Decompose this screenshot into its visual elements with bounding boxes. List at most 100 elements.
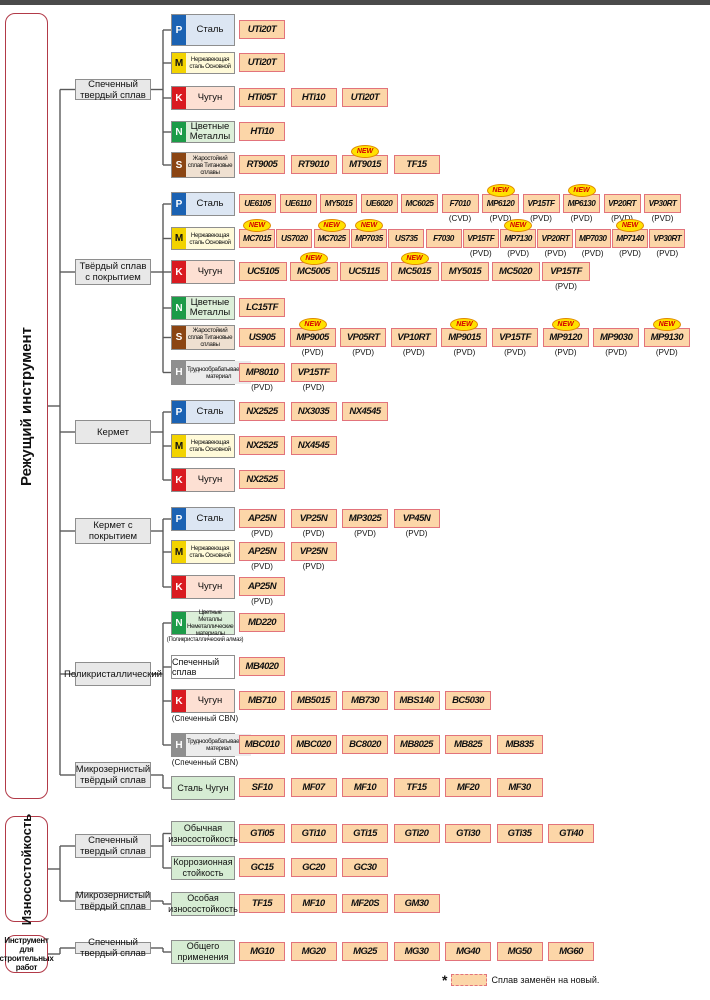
- grade-chip[interactable]: HTi10: [239, 122, 285, 141]
- grade-chip[interactable]: MY5015: [320, 194, 357, 213]
- grade-chip[interactable]: F7030: [425, 228, 462, 248]
- grade-chip[interactable]: VP25N: [290, 542, 337, 561]
- grade-chip[interactable]: MB4020: [239, 657, 285, 676]
- grade-chip[interactable]: GM30: [393, 894, 440, 913]
- grade-chip[interactable]: UE6020: [360, 194, 398, 213]
- grade-chip[interactable]: MG25: [342, 942, 388, 961]
- grade-chip[interactable]: UTi20T: [239, 20, 285, 39]
- grade-chip[interactable]: NX2525: [239, 436, 285, 455]
- grade-chip[interactable]: NX4545: [290, 436, 337, 455]
- material-label: Сталь: [186, 193, 234, 215]
- grade-chip[interactable]: MP7030: [574, 228, 611, 248]
- grade-chip[interactable]: MG50: [496, 942, 543, 961]
- grade-chip[interactable]: MBC010: [239, 735, 285, 754]
- grade-chip[interactable]: GTi10: [290, 823, 337, 843]
- grade-chip[interactable]: MF10: [342, 778, 388, 797]
- coating-note: (PVD): [651, 214, 674, 223]
- grade-chip[interactable]: GC20: [290, 858, 337, 877]
- grade-chip[interactable]: LC15TF: [239, 298, 285, 317]
- iso-letter-badge: K: [172, 261, 186, 283]
- iso-letter-badge: K: [172, 576, 186, 598]
- grade-chip[interactable]: HTi10: [290, 88, 337, 107]
- grade-chip[interactable]: AP25N: [239, 542, 285, 561]
- grade-chip[interactable]: HTi05T: [239, 88, 285, 107]
- grade-chip[interactable]: MF07: [290, 778, 337, 797]
- grade-chip[interactable]: VP15TF: [462, 228, 499, 248]
- grade-chip[interactable]: UC5115: [340, 262, 388, 281]
- grade-chip[interactable]: NX4545: [342, 402, 388, 421]
- grade-chip[interactable]: GTi05: [239, 823, 285, 843]
- grade-chip[interactable]: US905: [239, 327, 285, 347]
- grade-chip[interactable]: F7010: [441, 194, 479, 213]
- grade-chip[interactable]: SF10: [239, 778, 285, 797]
- grade-chip[interactable]: TF15: [239, 894, 285, 913]
- grade-chip[interactable]: MP8010: [239, 362, 285, 382]
- grade-chip[interactable]: MG40: [445, 942, 491, 961]
- grade-chip[interactable]: MF10: [290, 894, 337, 913]
- grade-chip[interactable]: VP10RT: [390, 327, 437, 347]
- grade-chip[interactable]: US735: [388, 228, 425, 248]
- grade-chip[interactable]: MBS140: [393, 691, 440, 710]
- grade-chip[interactable]: MB835: [496, 735, 543, 754]
- grade-chip[interactable]: VP05RT: [340, 327, 387, 347]
- grade-chip[interactable]: MF20: [445, 778, 491, 797]
- grade-chip[interactable]: MG20: [290, 942, 337, 961]
- grade-chip[interactable]: UTi20T: [342, 88, 388, 107]
- grade-chip[interactable]: GC30: [342, 858, 388, 877]
- grade-chip[interactable]: MP3025: [342, 509, 388, 528]
- grade-chip[interactable]: MF30: [496, 778, 543, 797]
- grade-chip[interactable]: MC6025: [401, 194, 438, 213]
- grade-chip[interactable]: UE6110: [279, 194, 317, 213]
- grade-chip[interactable]: MY5015: [441, 262, 489, 281]
- grade-chip[interactable]: UE6105: [239, 194, 276, 213]
- grade-chip[interactable]: MB825: [445, 735, 491, 754]
- grade-chip[interactable]: NX3035: [290, 402, 337, 421]
- grade-chip[interactable]: GC15: [239, 858, 285, 877]
- grade-chip[interactable]: MG30: [393, 942, 440, 961]
- grade-chip[interactable]: MP9030: [593, 327, 640, 347]
- grade-chip[interactable]: TF15: [393, 778, 440, 797]
- grade-chip[interactable]: GTi15: [342, 823, 388, 843]
- grade-chip[interactable]: BC5030: [445, 691, 491, 710]
- grade-chip[interactable]: GTi20: [393, 823, 440, 843]
- grade-chip[interactable]: MP7130: [500, 228, 537, 248]
- grade-chip[interactable]: MG60: [548, 942, 594, 961]
- grade-chip[interactable]: UTi20T: [239, 53, 285, 72]
- grade-chip[interactable]: GTi35: [496, 823, 543, 843]
- grade-chip[interactable]: NX2525: [239, 470, 285, 489]
- grade-chip[interactable]: MD220: [239, 613, 285, 632]
- grade-chip[interactable]: VP15TF: [290, 362, 337, 382]
- grade-chip[interactable]: TF15: [393, 155, 440, 174]
- grade-chip[interactable]: VP30RT: [649, 228, 686, 248]
- grade-chip[interactable]: NX2525: [239, 402, 285, 421]
- grade-chip[interactable]: VP20RT: [603, 194, 641, 213]
- grade-chip[interactable]: VP15TF: [492, 327, 538, 347]
- grade-chip[interactable]: MF20S: [342, 894, 388, 913]
- grade-chip[interactable]: VP20RT: [537, 228, 574, 248]
- grade-chip[interactable]: GTi30: [445, 823, 491, 843]
- grade-chip[interactable]: VP45N: [393, 509, 440, 528]
- grade-chip[interactable]: BC8020: [342, 735, 388, 754]
- grade-chip[interactable]: VP15TF: [522, 194, 560, 213]
- grade-chip[interactable]: AP25N: [239, 577, 285, 596]
- grade-chip[interactable]: RT9005: [239, 155, 285, 174]
- grade-chip[interactable]: MB5015: [290, 691, 337, 710]
- material-label: Цветные Металлы: [186, 121, 234, 142]
- grade-chip[interactable]: VP30RT: [644, 194, 681, 213]
- grade-chip[interactable]: VP25N: [290, 509, 337, 528]
- grade-chip[interactable]: GTi40: [548, 823, 594, 843]
- coating-note: (PVD): [555, 282, 577, 291]
- grade-chip[interactable]: MB710: [239, 691, 285, 710]
- grade-chip[interactable]: MC5020: [491, 262, 540, 281]
- grade-chip[interactable]: UC5105: [239, 262, 287, 281]
- grade-chip[interactable]: VP15TF: [542, 262, 590, 281]
- grade-chip[interactable]: AP25N: [239, 509, 285, 528]
- grade-chip[interactable]: MB730: [342, 691, 388, 710]
- grade-chip[interactable]: MB8025: [393, 735, 440, 754]
- grade-chip[interactable]: RT9010: [290, 155, 337, 174]
- material-label: Чугун: [186, 469, 234, 491]
- grade-chip[interactable]: MBC020: [290, 735, 337, 754]
- grade-chip[interactable]: US7020: [276, 228, 313, 248]
- grade-chip[interactable]: MG10: [239, 942, 285, 961]
